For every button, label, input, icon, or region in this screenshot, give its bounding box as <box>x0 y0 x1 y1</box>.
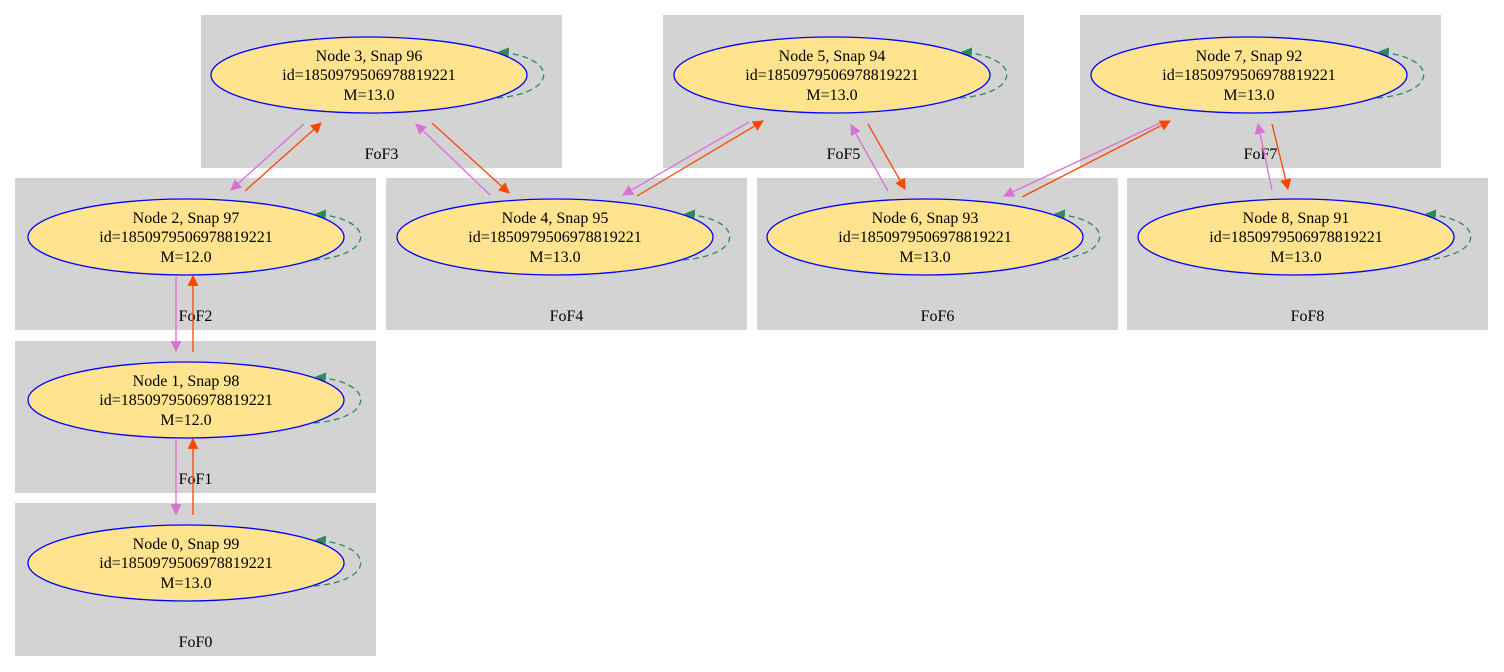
node-mass: M=12.0 <box>160 249 211 266</box>
cluster-label: FoF4 <box>550 308 584 325</box>
self-loop-n7 <box>1376 47 1425 99</box>
node-id-line: id=1850979506978819221 <box>745 67 918 84</box>
node-mass: M=13.0 <box>343 87 394 104</box>
node-5[interactable]: Node 5, Snap 94 id=1850979506978819221M=1… <box>673 36 991 114</box>
node-6[interactable]: Node 6, Snap 93 id=1850979506978819221M=1… <box>766 198 1084 276</box>
nodes-layer: Node 0, Snap 99id=1850979506978819221M=1… <box>27 36 1455 602</box>
edge-node8-to-node7 <box>1254 122 1273 191</box>
node-0[interactable]: Node 0, Snap 99 id=1850979506978819221M=1… <box>27 524 345 602</box>
self-loop-n0 <box>313 535 362 587</box>
node-title: Node 6, Snap 93 <box>872 210 979 227</box>
edge-node7-to-node6 <box>1003 122 1161 197</box>
node-ellipse[interactable] <box>27 524 345 602</box>
edge-node4-to-node5 <box>636 120 764 197</box>
cluster-label: FoF8 <box>1291 308 1325 325</box>
node-ellipse[interactable] <box>1137 198 1455 276</box>
cluster-label: FoF7 <box>1244 146 1278 163</box>
cluster-label: FoF3 <box>365 146 399 163</box>
node-id-line: id=1850979506978819221 <box>838 229 1011 246</box>
node-mass: M=13.0 <box>899 249 950 266</box>
node-id-line: id=1850979506978819221 <box>1162 67 1335 84</box>
node-mass: M=13.0 <box>160 575 211 592</box>
node-title: Node 2, Snap 97 <box>133 210 240 227</box>
node-title: Node 0, Snap 99 <box>133 536 240 553</box>
edge-node5-to-node4 <box>622 121 750 196</box>
cluster-label: FoF6 <box>921 308 955 325</box>
node-mass: M=13.0 <box>806 87 857 104</box>
node-3[interactable]: Node 3, Snap 96 id=1850979506978819221M=1… <box>210 36 528 114</box>
edge-node5-to-node6 <box>867 123 906 190</box>
node-ellipse[interactable] <box>766 198 1084 276</box>
edge-node3-to-node4 <box>431 122 510 194</box>
self-loop-n3 <box>496 47 545 99</box>
node-1[interactable]: Node 1, Snap 98 id=1850979506978819221M=1… <box>27 361 345 439</box>
self-loop-n4 <box>682 209 731 261</box>
edge-node4-to-node3 <box>415 123 491 196</box>
edges-layer <box>170 120 1291 516</box>
node-id-line: id=1850979506978819221 <box>282 67 455 84</box>
node-id-line: id=1850979506978819221 <box>468 229 641 246</box>
node-ellipse[interactable] <box>27 198 345 276</box>
node-ellipse[interactable] <box>396 198 714 276</box>
node-title: Node 5, Snap 94 <box>779 48 886 65</box>
self-loop-n1 <box>313 372 362 424</box>
node-id-line: id=1850979506978819221 <box>99 229 272 246</box>
node-ellipse[interactable] <box>1090 36 1408 114</box>
node-ellipse[interactable] <box>210 36 528 114</box>
self-loop-n2 <box>313 209 362 261</box>
node-mass: M=13.0 <box>1270 249 1321 266</box>
edge-node7-to-node8 <box>1271 123 1291 191</box>
self-loop-n6 <box>1052 209 1101 261</box>
node-id-line: id=1850979506978819221 <box>1209 229 1382 246</box>
node-mass: M=12.0 <box>160 412 211 429</box>
node-mass: M=13.0 <box>1223 87 1274 104</box>
self-loop-n8 <box>1423 209 1472 261</box>
node-7[interactable]: Node 7, Snap 92 id=1850979506978819221M=1… <box>1090 36 1408 114</box>
node-title: Node 8, Snap 91 <box>1243 210 1350 227</box>
node-ellipse[interactable] <box>673 36 991 114</box>
cluster-label: FoF2 <box>179 308 213 325</box>
edge-node6-to-node7 <box>1021 120 1171 198</box>
edge-node2-to-node3 <box>244 122 322 192</box>
node-mass: M=13.0 <box>529 249 580 266</box>
self-loops-layer <box>313 47 1472 587</box>
node-2[interactable]: Node 2, Snap 97 id=1850979506978819221M=1… <box>27 198 345 276</box>
node-ellipse[interactable] <box>27 361 345 439</box>
cluster-label: FoF1 <box>179 471 213 488</box>
node-title: Node 4, Snap 95 <box>502 210 609 227</box>
node-id-line: id=1850979506978819221 <box>99 555 272 572</box>
edge-node3-to-node2 <box>230 123 305 191</box>
node-id-line: id=1850979506978819221 <box>99 392 272 409</box>
edge-node6-to-node5 <box>850 124 889 192</box>
cluster-label: FoF0 <box>179 634 213 651</box>
node-title: Node 1, Snap 98 <box>133 373 240 390</box>
self-loop-n5 <box>959 47 1008 99</box>
node-8[interactable]: Node 8, Snap 91 id=1850979506978819221M=1… <box>1137 198 1455 276</box>
node-title: Node 7, Snap 92 <box>1196 48 1303 65</box>
node-title: Node 3, Snap 96 <box>316 48 423 65</box>
cluster-label: FoF5 <box>827 146 861 163</box>
node-4[interactable]: Node 4, Snap 95 id=1850979506978819221M=1… <box>396 198 714 276</box>
